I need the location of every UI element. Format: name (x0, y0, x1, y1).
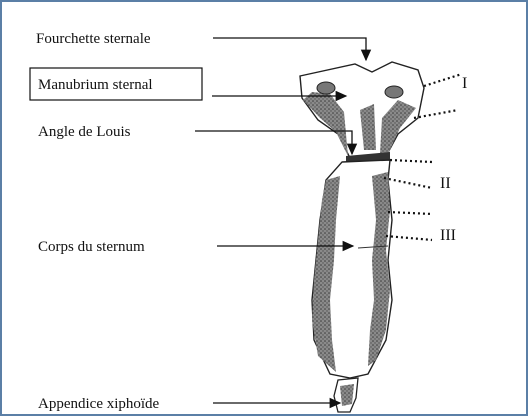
arrow-angle (195, 131, 352, 154)
xiphoid-shade (340, 384, 354, 406)
label-corps: Corps du sternum (38, 239, 145, 255)
rib-label-3: III (440, 227, 456, 244)
arrow-fourchette (213, 38, 366, 60)
label-appendice: Appendice xiphoïde (38, 396, 160, 412)
rib-label-1: I (462, 75, 467, 92)
clavicular-notch-left (317, 82, 335, 94)
label-manubrium: Manubrium sternal (38, 77, 153, 93)
rib-label-2: II (440, 175, 451, 192)
label-fourchette: Fourchette sternale (36, 31, 151, 47)
label-angle-de-louis: Angle de Louis (38, 124, 131, 140)
clavicular-notch-right (385, 86, 403, 98)
